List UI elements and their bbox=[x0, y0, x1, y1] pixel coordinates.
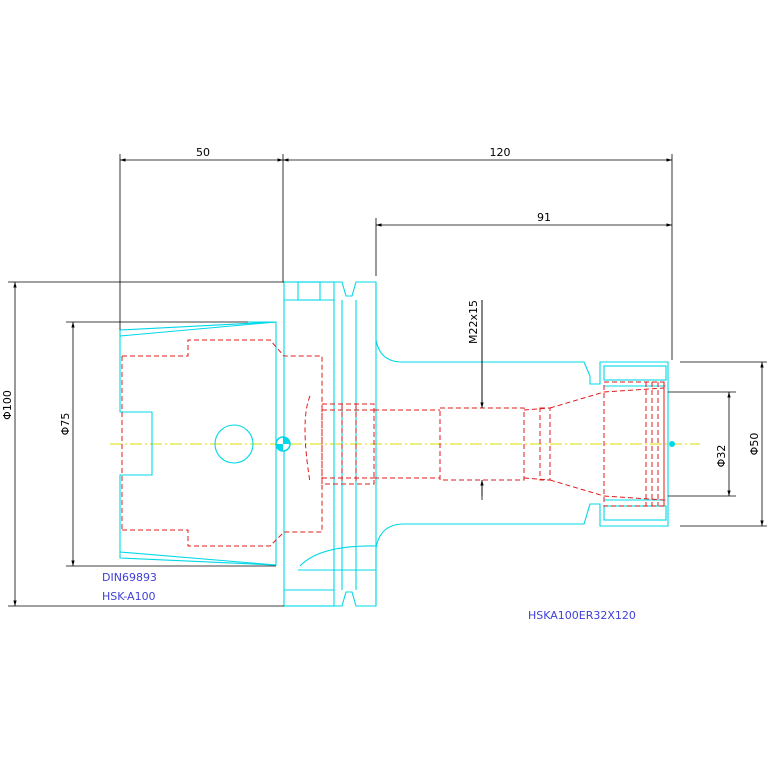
hsk-shank-outline bbox=[119, 321, 277, 566]
dimension-lines bbox=[8, 154, 767, 607]
shank-label: HSK-A100 bbox=[102, 590, 156, 603]
dim-91-label: 91 bbox=[537, 211, 551, 224]
part-number-label: HSKA100ER32X120 bbox=[528, 609, 636, 622]
center-marker bbox=[275, 436, 675, 452]
thread-label: M22x15 bbox=[467, 300, 480, 344]
standard-label: DIN69893 bbox=[102, 571, 157, 584]
dim-120-label: 120 bbox=[490, 146, 511, 159]
hole-circle bbox=[214, 424, 254, 464]
dia32-label: Φ32 bbox=[715, 445, 728, 468]
hidden-lines bbox=[121, 339, 665, 547]
dia75-label: Φ75 bbox=[59, 413, 72, 436]
dim-50-label: 50 bbox=[196, 146, 210, 159]
dia50-label: Φ50 bbox=[748, 433, 761, 456]
dia100-label: Φ100 bbox=[1, 390, 14, 420]
